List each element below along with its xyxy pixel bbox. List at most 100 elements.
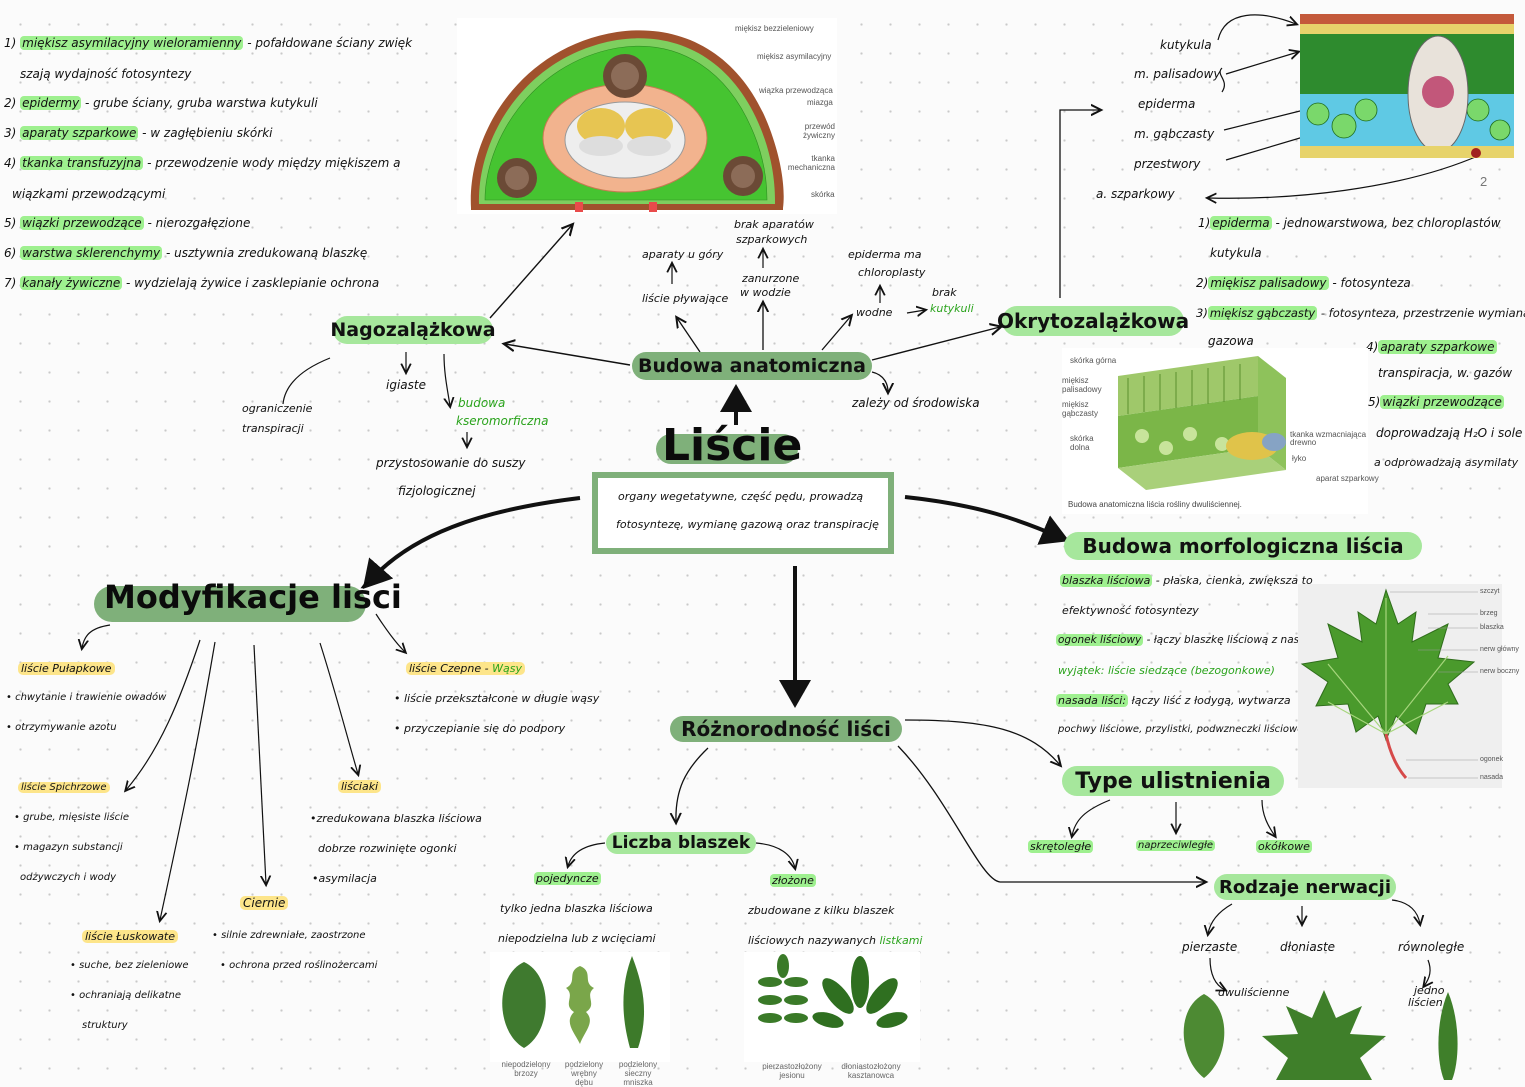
morph-line-3: ogonek liściowy - łączy blaszkę liściową… bbox=[1056, 634, 1319, 646]
gymno-item-1: 1) miękisz asymilacyjny wieloramienny - … bbox=[4, 36, 413, 50]
gymno-kseromorficzna-1: budowa bbox=[458, 396, 506, 410]
maple-label-6: ogonek bbox=[1480, 756, 1503, 763]
anatomy-zanurzone-1: zanurzone bbox=[742, 272, 800, 285]
dandelion-leaf bbox=[623, 956, 645, 1048]
gymnosperm-node: Nagozalążkowa bbox=[330, 316, 496, 344]
ciernie-title: Ciernie bbox=[240, 896, 289, 910]
leaf-variety-figures bbox=[490, 952, 920, 1062]
czepne-item-1: • liście przekształcone w długie wąsy bbox=[394, 692, 600, 705]
anatomy-zalezy: zależy od środowiska bbox=[852, 396, 980, 410]
anatomy-epiderma-2: chloroplasty bbox=[858, 266, 926, 279]
gymno-item-6: 6) warstwa sklerenchymy - usztywnia zred… bbox=[4, 246, 368, 260]
needle-label-2: miękisz asymilacyjny bbox=[757, 52, 832, 61]
lisciaki-item-2: dobrze rozwinięte ogonki bbox=[318, 842, 457, 855]
needle-label-3: wiązka przewodząca bbox=[759, 86, 833, 95]
nerwacja-item-2: dłoniaste bbox=[1280, 940, 1336, 954]
lisciaki-item-1: •zredukowana blaszka liściowa bbox=[310, 812, 482, 825]
angio-layer-4: m. gąbczasty bbox=[1134, 127, 1215, 141]
maple-label-3: blaszka bbox=[1480, 624, 1504, 631]
anatomy-wodne: wodne bbox=[856, 306, 893, 319]
nerwacja-node: Rodzaje nerwacji bbox=[1214, 874, 1396, 900]
block-label-2: miękisz palisadowy bbox=[1062, 376, 1102, 394]
spichrzowe-title: liście Spichrzowe bbox=[18, 782, 110, 793]
angio-item-5: 5)wiązki przewodzące bbox=[1368, 395, 1504, 409]
block-label-7: łyko bbox=[1292, 454, 1307, 463]
anatomy-zanurzone-2: w wodzie bbox=[740, 286, 791, 299]
pulapkowe-title: liście Pułapkowe bbox=[18, 662, 115, 675]
pulapkowe-item-2: • otrzymywanie azotu bbox=[6, 722, 117, 733]
lisciaki-item-3: •asymilacja bbox=[312, 872, 377, 885]
pojedyncze-desc-1: tylko jedna blaszka liściowa bbox=[500, 902, 653, 915]
angio-item-2: 2)miękisz palisadowy - fotosynteza bbox=[1196, 276, 1411, 290]
angio-item-3-cont: gazowa bbox=[1208, 334, 1254, 348]
roznorodnosc-node: Różnorodność liści bbox=[670, 716, 902, 742]
ulistnienie-item-1: skrętoległe bbox=[1028, 840, 1094, 853]
angio-layer-5: przestwory bbox=[1134, 157, 1201, 171]
anatomy-brak: brak bbox=[932, 286, 957, 299]
morph-line-1: blaszka liściowa - płaska, cienka, zwięk… bbox=[1060, 574, 1313, 587]
anatomy-plywajace: liście pływające bbox=[642, 292, 729, 305]
maple-leaf-drawing bbox=[1300, 588, 1478, 779]
morph-line-2: efektywność fotosyntezy bbox=[1062, 604, 1199, 617]
gymno-iglaste: igiaste bbox=[386, 378, 426, 392]
gymno-przystosowanie-1: przystosowanie do suszy bbox=[376, 456, 526, 470]
anatomy-brak-aparatow-1: brak aparatów bbox=[734, 218, 814, 231]
maple-label-5: nerw boczny bbox=[1480, 668, 1520, 675]
modyfikacje-title: Modyfikacje liści bbox=[104, 578, 402, 616]
gymno-item-4: 4) tkanka transfuzyjna - przewodzenie wo… bbox=[4, 156, 401, 170]
ash-leaf bbox=[758, 954, 808, 1023]
block-label-5: tkanka wzmacniająca bbox=[1290, 430, 1367, 439]
central-definition-box: organy wegetatywne, część pędu, prowadzą… bbox=[592, 472, 894, 554]
needle-cross-section-drawing bbox=[470, 30, 784, 212]
angio-item-4: 4)aparaty szparkowe bbox=[1366, 340, 1497, 354]
nerwacja-item-1: pierzaste bbox=[1182, 940, 1238, 954]
czepne-item-2: • przyczepianie się do podpory bbox=[394, 722, 566, 735]
gymno-item-1-cont: szają wydajność fotosyntezy bbox=[20, 67, 192, 81]
block-label-1: skórka górna bbox=[1070, 356, 1117, 365]
parallel-leaf bbox=[1438, 992, 1458, 1080]
luskowate-item-1: • suche, bez zieleniowe bbox=[70, 960, 189, 971]
zlozone-label: złożone bbox=[770, 874, 816, 887]
block-caption: Budowa anatomiczna liścia rośliny dwuliś… bbox=[1068, 500, 1242, 509]
luskowate-title: liście Łuskowate bbox=[82, 930, 179, 943]
morphology-node: Budowa morfologiczna liścia bbox=[1064, 532, 1422, 560]
gymno-przystosowanie-2: fizjologicznej bbox=[398, 484, 476, 498]
palmate-leaf bbox=[1262, 990, 1386, 1080]
ulistnienie-item-3: okółkowe bbox=[1256, 840, 1312, 853]
oak-leaf bbox=[566, 966, 594, 1044]
gymno-ograniczenie-2: transpiracji bbox=[242, 422, 304, 435]
angio-item-1: 1)epiderma - jednowarstwowa, bez chlorop… bbox=[1198, 216, 1501, 230]
anatomy-kutykuli: kutykuli bbox=[930, 302, 974, 315]
figure-number: 2 bbox=[1480, 174, 1488, 189]
spichrzowe-item-1: • grube, mięsiste liście bbox=[14, 812, 130, 823]
maple-label-4: nerw główny bbox=[1480, 646, 1519, 653]
gymno-item-4-cont: wiązkami przewodzącymi bbox=[12, 187, 166, 201]
central-title-text: Liście bbox=[662, 420, 803, 471]
spichrzowe-item-3: odżywczych i wody bbox=[20, 872, 117, 883]
angio-item-1-cont: kutykula bbox=[1210, 246, 1262, 260]
block-label-8: aparat szparkowy bbox=[1316, 474, 1379, 483]
zlozone-desc-1: zbudowane z kilku blaszek bbox=[748, 904, 895, 917]
central-title bbox=[656, 434, 798, 464]
spichrzowe-item-2: • magazyn substancji bbox=[14, 842, 123, 853]
anatomy-epiderma-1: epiderma ma bbox=[848, 248, 922, 261]
nerwacja-leaves bbox=[1183, 990, 1458, 1080]
gymno-ograniczenie-1: ograniczenie bbox=[242, 402, 313, 415]
birch-leaf bbox=[502, 962, 546, 1048]
anatomy-brak-aparatow-2: szparkowych bbox=[736, 233, 808, 246]
leaf-cross-section-drawing bbox=[1300, 14, 1514, 158]
luskowate-item-3: struktury bbox=[82, 1020, 128, 1031]
anatomy-aparaty: aparaty u góry bbox=[642, 248, 724, 261]
block-label-6: drewno bbox=[1290, 438, 1317, 447]
angio-item-5-cont2: a odprowadzają asymilaty bbox=[1374, 456, 1519, 469]
pinnate-leaf bbox=[1183, 994, 1225, 1078]
angio-layer-6: a. szparkowy bbox=[1096, 187, 1175, 201]
ulistnienie-item-2: naprzeciwległe bbox=[1136, 840, 1216, 851]
pojedyncze-label: pojedyncze bbox=[534, 872, 601, 885]
modyfikacje-node bbox=[94, 586, 366, 622]
gymno-item-2: 2) epidermy - grube ściany, gruba warstw… bbox=[4, 96, 318, 110]
